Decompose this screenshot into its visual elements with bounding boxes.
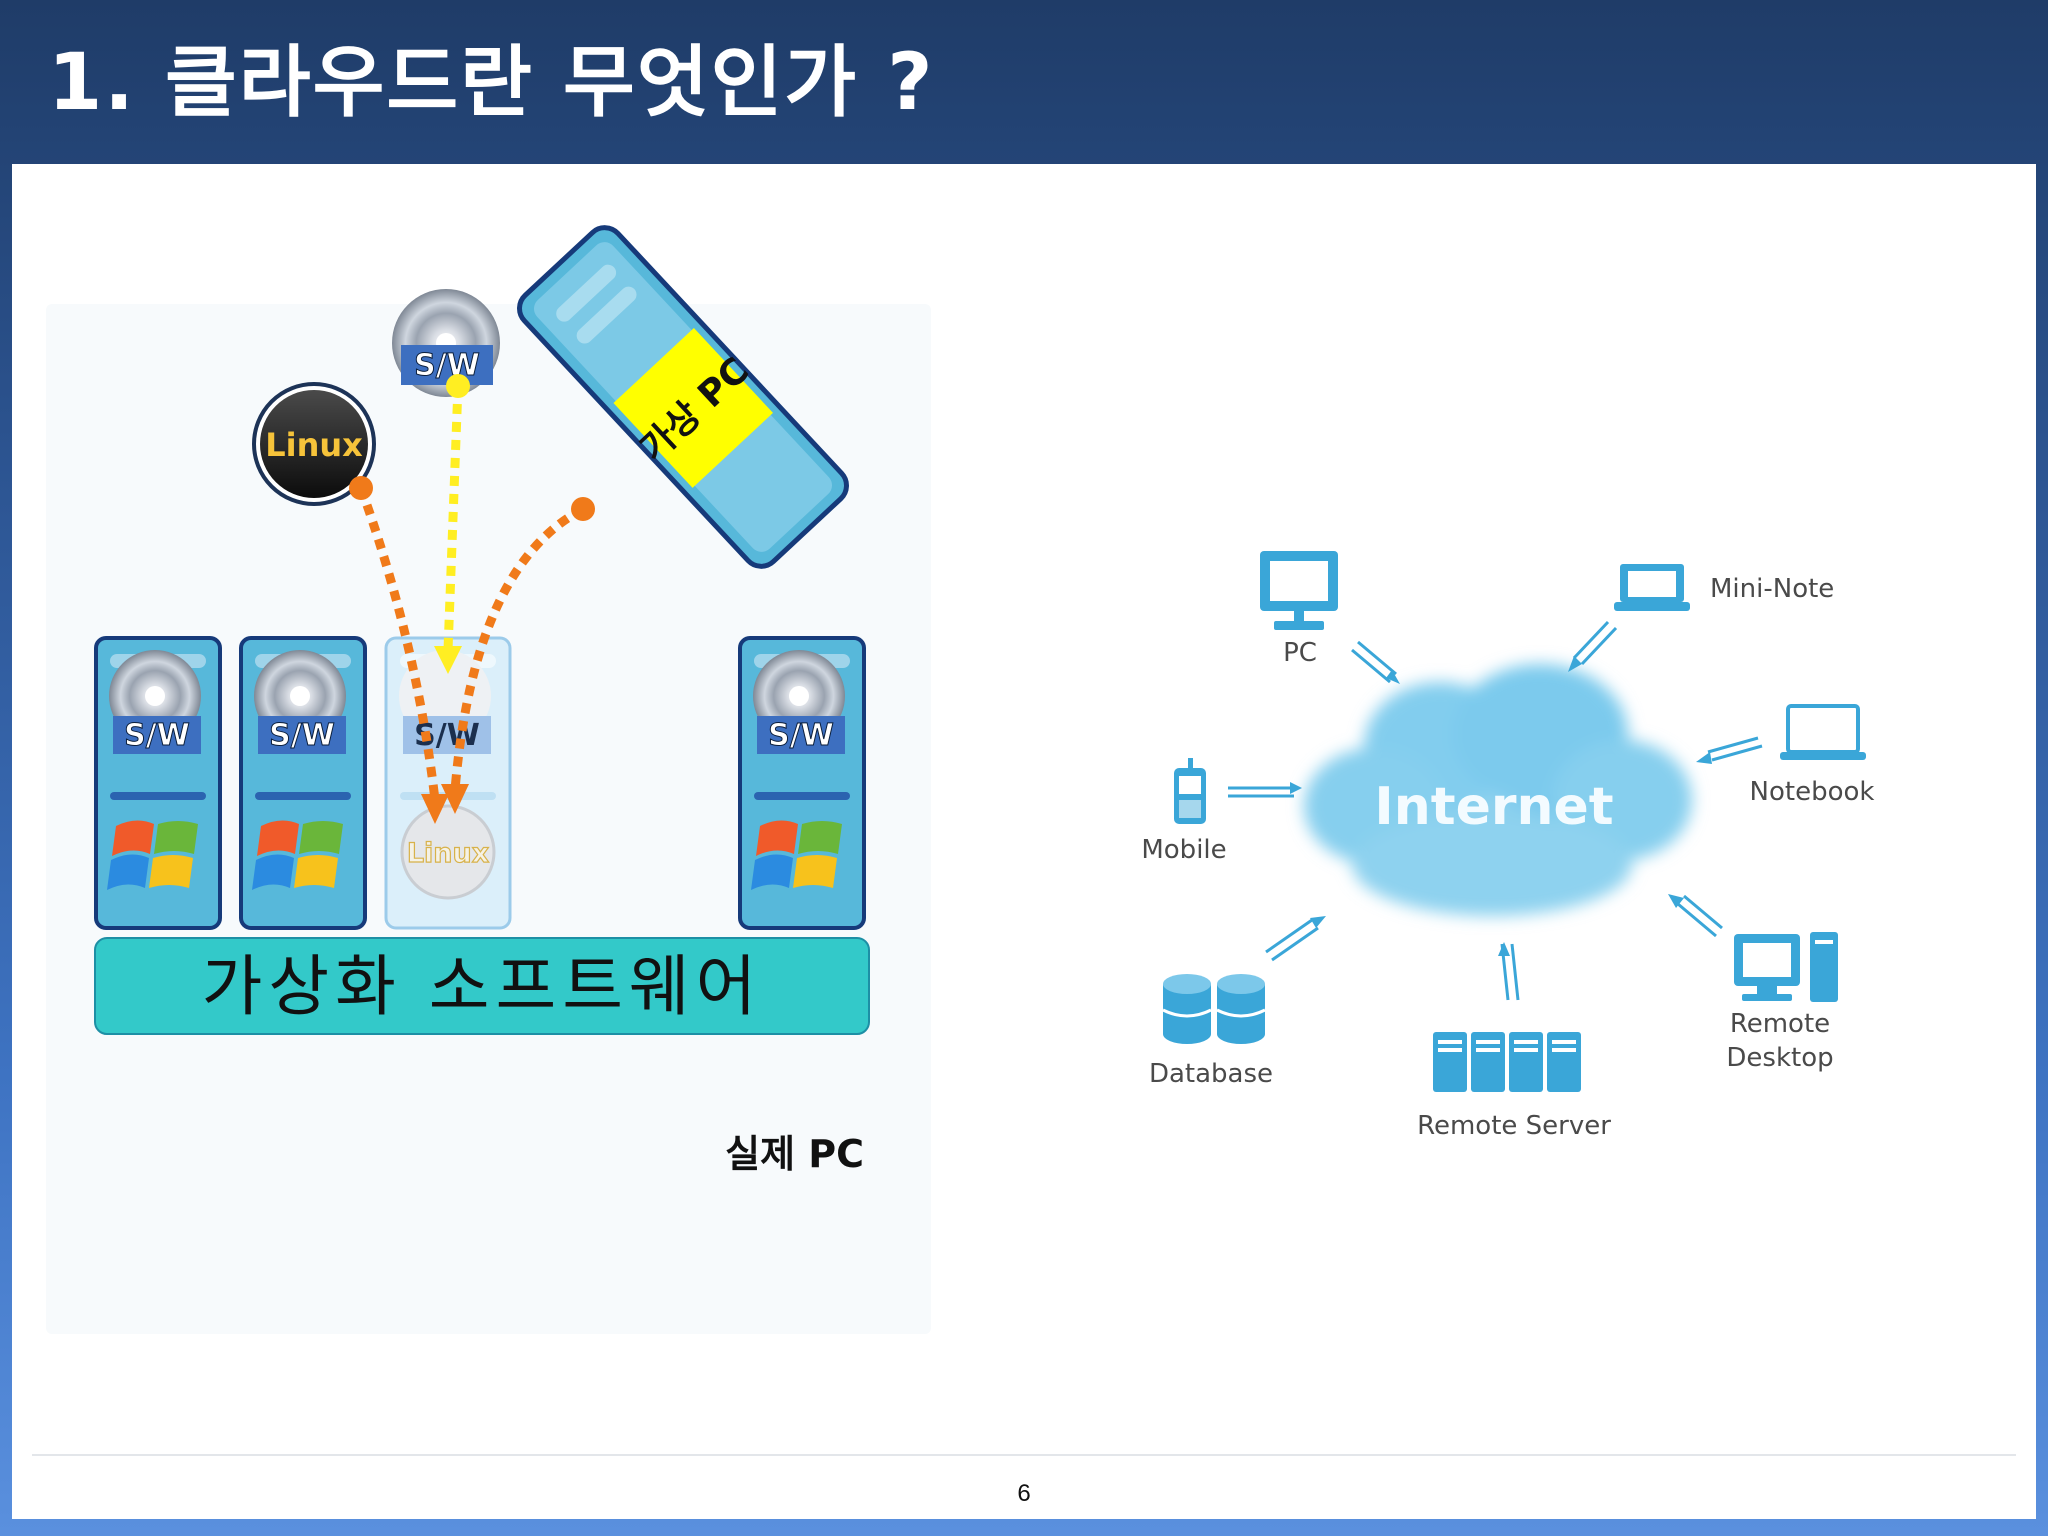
virtualization-software-bar — [94, 937, 870, 1035]
remote-server-label: Remote Server — [1417, 1111, 1611, 1141]
linux-badge: Linux — [252, 382, 376, 506]
virtual-pc-slot — [556, 264, 617, 322]
virtual-pc-slot — [576, 286, 637, 344]
server-unit-4: S/W — [738, 636, 866, 930]
slide-canvas: S/W S/W — [46, 225, 1874, 1334]
network-node-pc: PC — [1260, 551, 1338, 668]
arrow-start-dot — [571, 497, 595, 521]
database-label: Database — [1149, 1059, 1273, 1089]
windows-icon — [252, 820, 343, 890]
sw-badge — [403, 716, 491, 754]
notebook-icon — [1780, 704, 1866, 760]
sw-label: S/W — [269, 718, 335, 753]
internet-cloud: Internet — [1304, 664, 1692, 916]
remote-desktop-label-line-1: Remote — [1730, 1009, 1830, 1039]
floating-sw-disc: S/W — [392, 289, 500, 397]
notebook-label: Notebook — [1750, 777, 1875, 807]
sw-label: S/W — [414, 348, 480, 383]
remote-server-connection-arrow — [1498, 942, 1520, 1001]
cd-hole — [145, 686, 165, 706]
mini-note-icon — [1614, 564, 1690, 611]
arrow-start-dot — [349, 476, 373, 500]
server-unit-2: S/W — [239, 636, 367, 930]
remote-desktop-label-line-2: Desktop — [1726, 1043, 1833, 1073]
virtual-pc-tower: 가상 PC — [517, 225, 849, 569]
footer-divider — [32, 1454, 2016, 1456]
arrow-head — [441, 784, 469, 814]
sw-label: S/W — [124, 718, 190, 753]
mini-note-label: Mini-Note — [1710, 574, 1834, 604]
virtual-pc-label-bg — [613, 328, 774, 488]
desktop-computer-icon — [1734, 932, 1838, 1002]
arrow-head — [421, 794, 449, 824]
network-node-database: Database — [1149, 974, 1273, 1089]
virtual-pc-to-server-arrow — [450, 505, 586, 791]
network-node-remote-desktop: Remote Desktop — [1726, 932, 1838, 1073]
remote-desktop-connection-arrow — [1668, 894, 1723, 938]
server-unit-1: S/W — [94, 636, 222, 930]
windows-icon — [751, 820, 842, 890]
network-node-mobile: Mobile — [1141, 758, 1227, 865]
arrow-start-dot — [446, 374, 470, 398]
sw-badge — [401, 345, 493, 385]
slide-title: 1. 클라우드란 무엇인가 ? — [48, 38, 935, 128]
sw-to-virtual-arrow — [443, 385, 463, 651]
mini-note-connection-arrow — [1568, 620, 1618, 672]
arrow-head — [434, 646, 462, 674]
notebook-connection-arrow — [1696, 736, 1763, 764]
sw-badge — [113, 716, 201, 754]
internet-label: Internet — [1374, 777, 1613, 837]
mobile-phone-icon — [1174, 758, 1206, 824]
arrows — [349, 374, 595, 824]
slide-content: S/W S/W — [12, 164, 2036, 1519]
page-number: 6 — [1017, 1480, 1031, 1507]
cd-hole — [290, 686, 310, 706]
server-divider — [110, 792, 206, 800]
sw-badge — [757, 716, 845, 754]
server-divider — [754, 792, 850, 800]
linux-label: Linux — [265, 426, 363, 464]
database-icon — [1162, 974, 1266, 1044]
server-rack-icon — [1433, 1032, 1581, 1092]
server-divider — [255, 792, 351, 800]
linux-label-faded: Linux — [407, 838, 489, 869]
monitor-icon — [1260, 551, 1338, 630]
windows-icon — [107, 820, 198, 890]
virtualization-diagram: S/W S/W — [46, 225, 931, 1334]
virtual-server-unit: S/W Linux — [384, 636, 512, 930]
internet-network-diagram: Internet PC — [1141, 551, 1874, 1141]
linux-badge-faded — [400, 804, 496, 900]
connection-arrows — [1228, 620, 1763, 1001]
sw-label: S/W — [768, 718, 834, 753]
database-connection-arrow — [1265, 916, 1326, 962]
cd-hole — [789, 686, 809, 706]
pc-connection-arrow — [1351, 640, 1400, 684]
network-node-notebook: Notebook — [1750, 704, 1875, 807]
pc-label: PC — [1283, 638, 1317, 668]
mobile-connection-arrow — [1228, 782, 1302, 798]
sw-badge — [258, 716, 346, 754]
real-pc-label: 실제 PC — [725, 1132, 864, 1176]
virtualization-software-label: 가상화 소프트웨어 — [202, 948, 763, 1025]
linux-to-virtual-arrow — [356, 486, 440, 801]
mobile-label: Mobile — [1141, 835, 1226, 865]
network-node-mini-note: Mini-Note — [1614, 564, 1834, 611]
network-node-remote-server: Remote Server — [1417, 1032, 1611, 1141]
